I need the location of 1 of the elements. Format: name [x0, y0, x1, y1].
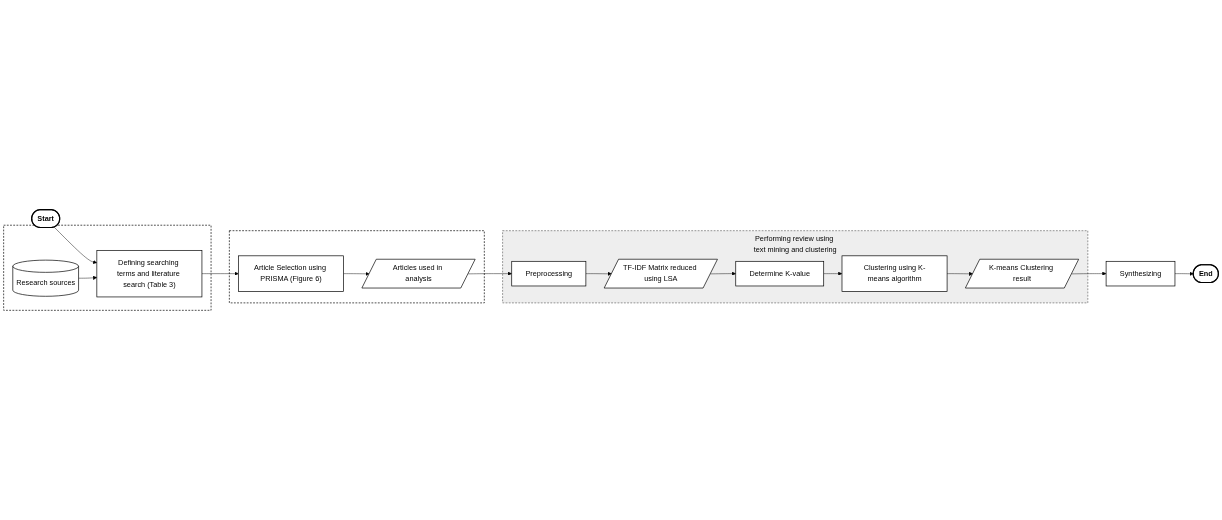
cluster [229, 230, 485, 304]
